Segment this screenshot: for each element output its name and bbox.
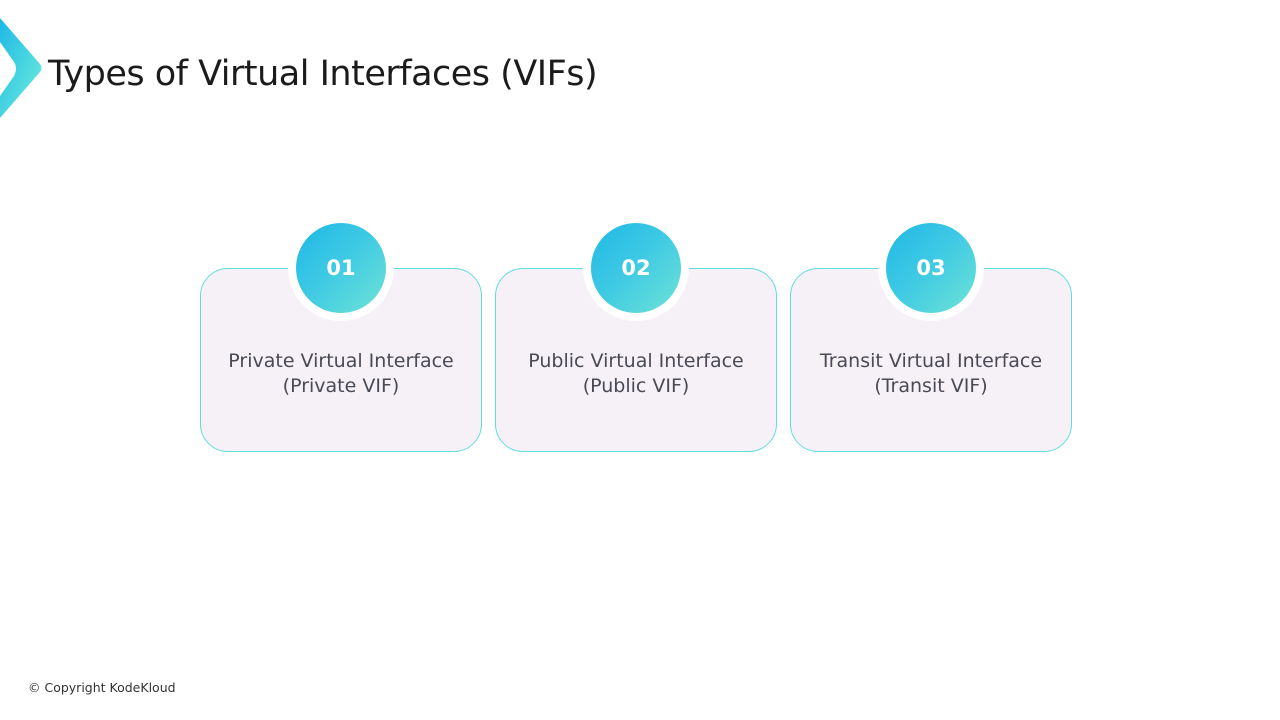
vif-card-transit: 03 Transit Virtual Interface (Transit VI… xyxy=(790,215,1072,452)
number-badge: 03 xyxy=(886,223,976,313)
card-subtitle: (Public VIF) xyxy=(582,375,690,397)
vif-card-private: 01 Private Virtual Interface (Private VI… xyxy=(200,215,482,452)
card-label: Private Virtual Interface (Private VIF) xyxy=(201,349,481,399)
copyright-footer: © Copyright KodeKloud xyxy=(28,680,176,695)
vif-card-public: 02 Public Virtual Interface (Public VIF) xyxy=(495,215,777,452)
kodekloud-logo-icon xyxy=(0,18,42,118)
number-badge: 01 xyxy=(296,223,386,313)
card-subtitle: (Transit VIF) xyxy=(874,375,988,397)
card-label: Transit Virtual Interface (Transit VIF) xyxy=(791,349,1071,399)
page-title: Types of Virtual Interfaces (VIFs) xyxy=(48,54,598,94)
number-badge: 02 xyxy=(591,223,681,313)
card-title: Public Virtual Interface xyxy=(528,350,744,372)
card-subtitle: (Private VIF) xyxy=(282,375,400,397)
card-title: Private Virtual Interface xyxy=(228,350,454,372)
card-label: Public Virtual Interface (Public VIF) xyxy=(496,349,776,399)
card-title: Transit Virtual Interface xyxy=(819,350,1043,372)
